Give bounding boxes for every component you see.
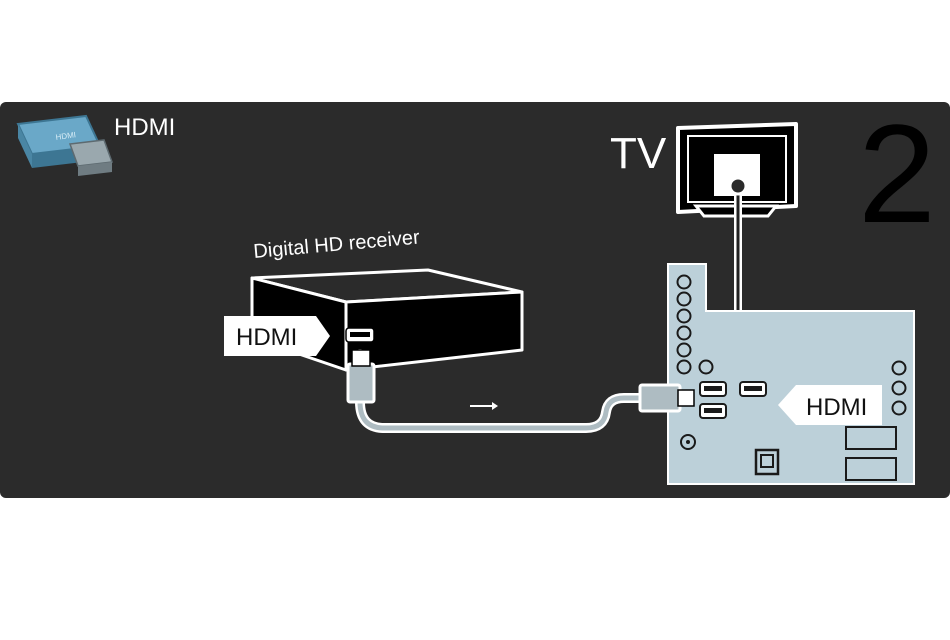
signal-direction-arrow-icon xyxy=(470,402,498,410)
tv-title: TV xyxy=(610,129,667,178)
receiver-title: Digital HD receiver xyxy=(253,227,421,263)
connection-diagram: HDMI HDMI 2 TV xyxy=(0,102,950,498)
receiver-hdmi-label-text: HDMI xyxy=(236,324,297,351)
hdmi-plug-icon: HDMI xyxy=(18,116,112,176)
tv-connector-panel xyxy=(668,264,914,484)
receiver-hdmi-label: HDMI xyxy=(224,316,330,356)
step-number: 2 xyxy=(858,102,936,252)
hdmi-legend-label: HDMI xyxy=(114,114,175,141)
diagram-panel: HDMI HDMI 2 TV xyxy=(0,102,950,498)
tv-hdmi-label: HDMI xyxy=(778,385,882,425)
tv-hdmi-label-text: HDMI xyxy=(806,394,867,421)
